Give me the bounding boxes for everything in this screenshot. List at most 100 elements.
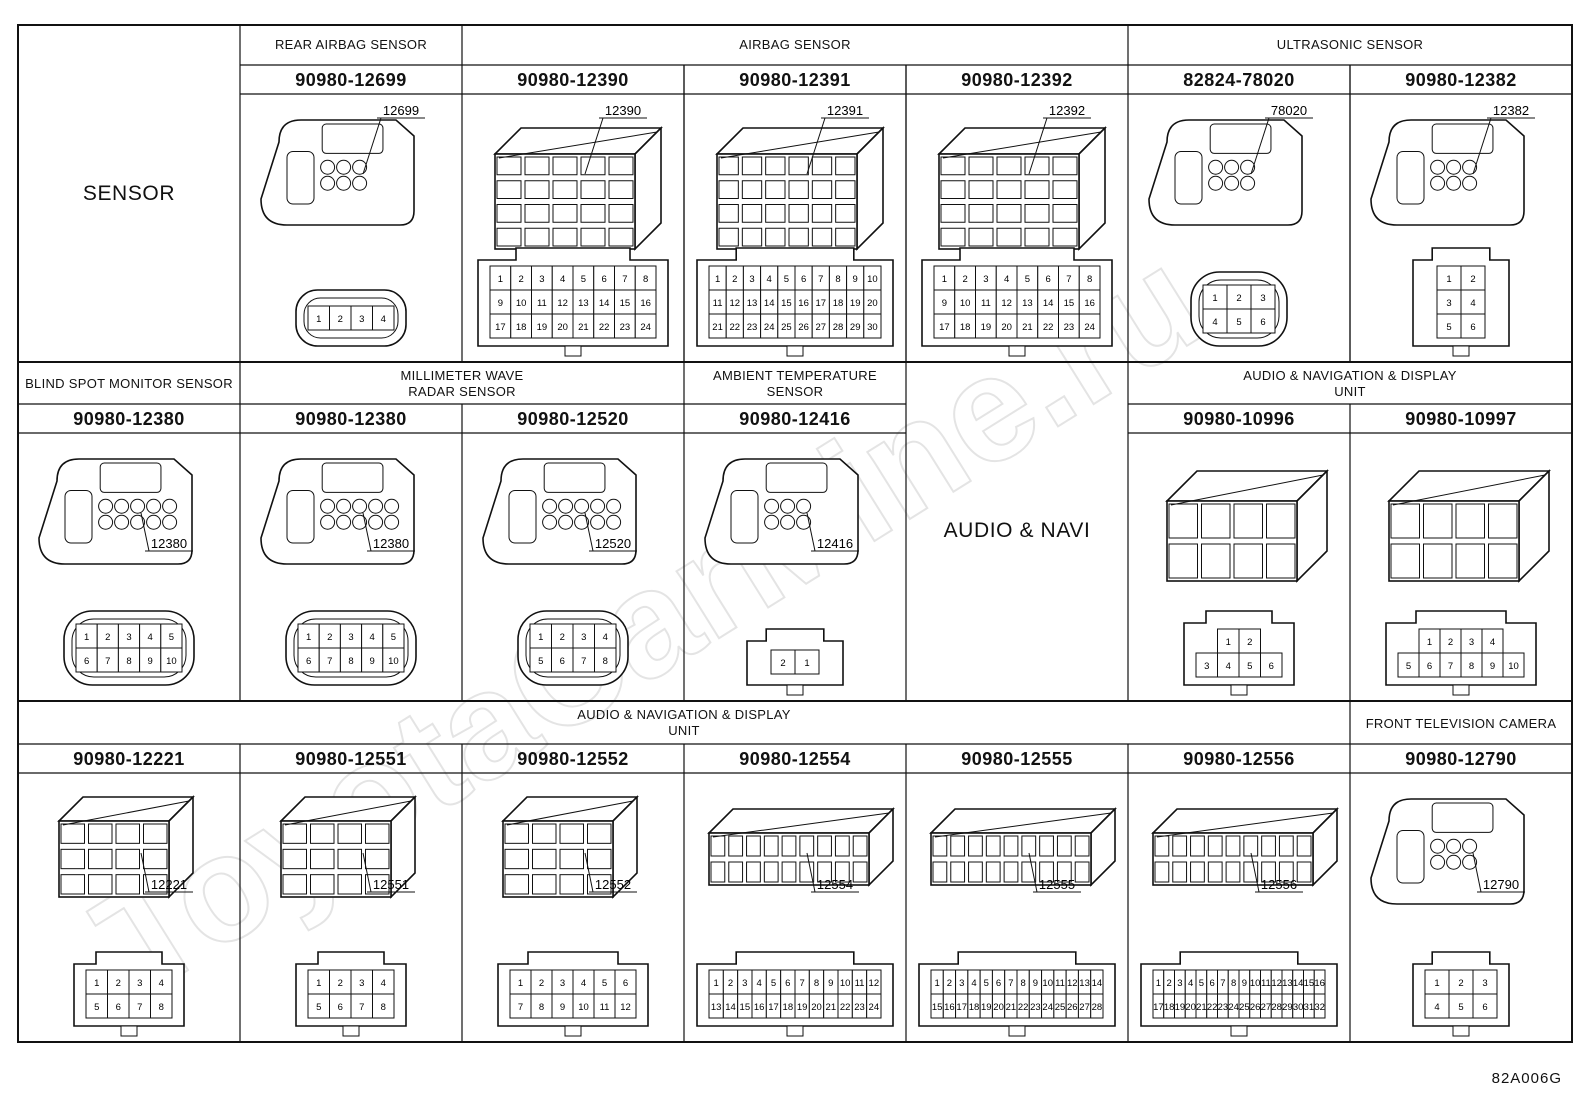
pin-number: 7 (622, 274, 627, 285)
pin-number: 14 (725, 1002, 736, 1013)
pin-number: 20 (1001, 322, 1012, 333)
callout-label: 12554 (817, 877, 853, 892)
pin-number: 2 (338, 978, 343, 989)
pin-number: 4 (1188, 978, 1193, 989)
part-number: 90980-12391 (739, 70, 851, 90)
pin-number: 20 (557, 322, 568, 333)
pin-number: 4 (1490, 637, 1495, 648)
pin-number: 9 (1242, 978, 1247, 989)
pin-number: 4 (381, 314, 386, 325)
pin-number: 22 (840, 1002, 851, 1013)
callout-label: 12382 (1493, 103, 1529, 118)
pin-number: 14 (1043, 298, 1054, 309)
pin-number: 1 (306, 632, 311, 643)
pin-number: 6 (1045, 274, 1050, 285)
pin-number: 16 (798, 298, 809, 309)
pin-number: 8 (159, 1002, 164, 1013)
pin-number: 29 (850, 322, 861, 333)
pin-cell (160, 647, 183, 673)
pin-number: 6 (338, 1002, 343, 1013)
pin-number: 11 (600, 1002, 610, 1013)
pin-number: 18 (516, 322, 527, 333)
part-number: 90980-12416 (739, 409, 851, 429)
pin-number: 1 (934, 978, 939, 989)
pin-number: 19 (981, 1002, 992, 1013)
pin-number: 2 (338, 314, 343, 325)
pin-number: 6 (306, 656, 311, 667)
pin-number: 9 (942, 298, 947, 309)
part-number: 90980-12520 (517, 409, 629, 429)
pin-number: 3 (348, 632, 353, 643)
pin-number: 1 (804, 658, 809, 669)
pin-number: 14 (599, 298, 610, 309)
pin-number: 1 (94, 978, 99, 989)
pin-cell (1250, 308, 1276, 334)
pin-number: 19 (1175, 1002, 1186, 1013)
pin-number: 18 (1164, 1002, 1175, 1013)
pin-cell (1472, 993, 1498, 1019)
pin-number: 1 (1434, 978, 1439, 989)
pin-number: 17 (495, 322, 506, 333)
callout-label: 12556 (1261, 877, 1297, 892)
pin-number: 5 (984, 978, 989, 989)
center-label-audio-navi: AUDIO & NAVI (944, 519, 1091, 542)
pin-number: 6 (1209, 978, 1214, 989)
part-number: 90980-10996 (1183, 409, 1295, 429)
pin-number: 5 (581, 274, 586, 285)
pin-number: 1 (1156, 978, 1161, 989)
pin-number: 17 (768, 1002, 779, 1013)
pin-number: 18 (833, 298, 844, 309)
pin-number: 2 (105, 632, 110, 643)
pin-number: 4 (560, 274, 565, 285)
pin-number: 19 (797, 1002, 808, 1013)
pin-number: 30 (1293, 1002, 1304, 1013)
pin-number: 5 (1025, 274, 1030, 285)
pin-cell (1260, 652, 1283, 678)
pin-number: 10 (166, 656, 177, 667)
part-number: 90980-12392 (961, 70, 1073, 90)
pin-number: 30 (867, 322, 878, 333)
pin-number: 16 (754, 1002, 765, 1013)
pin-number: 2 (1470, 274, 1475, 285)
pin-number: 3 (126, 632, 131, 643)
pin-number: 27 (1261, 1002, 1272, 1013)
pin-number: 5 (1458, 1002, 1463, 1013)
pin-number: 12 (1271, 978, 1282, 989)
pin-number: 7 (359, 1002, 364, 1013)
callout-label: 12790 (1483, 877, 1519, 892)
pin-number: 23 (854, 1002, 865, 1013)
pin-number: 8 (835, 274, 840, 285)
figure-code: 82A006G (1491, 1070, 1562, 1087)
pin-number: 21 (1196, 1002, 1207, 1013)
pin-number: 20 (993, 1002, 1004, 1013)
pin-number: 15 (620, 298, 631, 309)
pin-number: 4 (757, 978, 762, 989)
pin-number: 1 (1446, 274, 1451, 285)
pin-number: 2 (780, 658, 785, 669)
pin-cell (1090, 993, 1104, 1019)
pin-number: 5 (1406, 661, 1411, 672)
pin-cell (372, 993, 395, 1019)
pin-number: 22 (730, 322, 741, 333)
pin-number: 21 (826, 1002, 837, 1013)
pin-number: 22 (1207, 1002, 1218, 1013)
pin-number: 7 (137, 1002, 142, 1013)
pin-number: 1 (1212, 293, 1217, 304)
pin-cell (1502, 652, 1525, 678)
pin-number: 3 (581, 632, 586, 643)
pin-number: 21 (578, 322, 589, 333)
pin-number: 2 (962, 274, 967, 285)
pin-number: 8 (1087, 274, 1092, 285)
pin-number: 5 (1446, 322, 1451, 333)
pin-number: 7 (327, 656, 332, 667)
pin-number: 2 (539, 978, 544, 989)
pin-number: 15 (932, 1002, 943, 1013)
